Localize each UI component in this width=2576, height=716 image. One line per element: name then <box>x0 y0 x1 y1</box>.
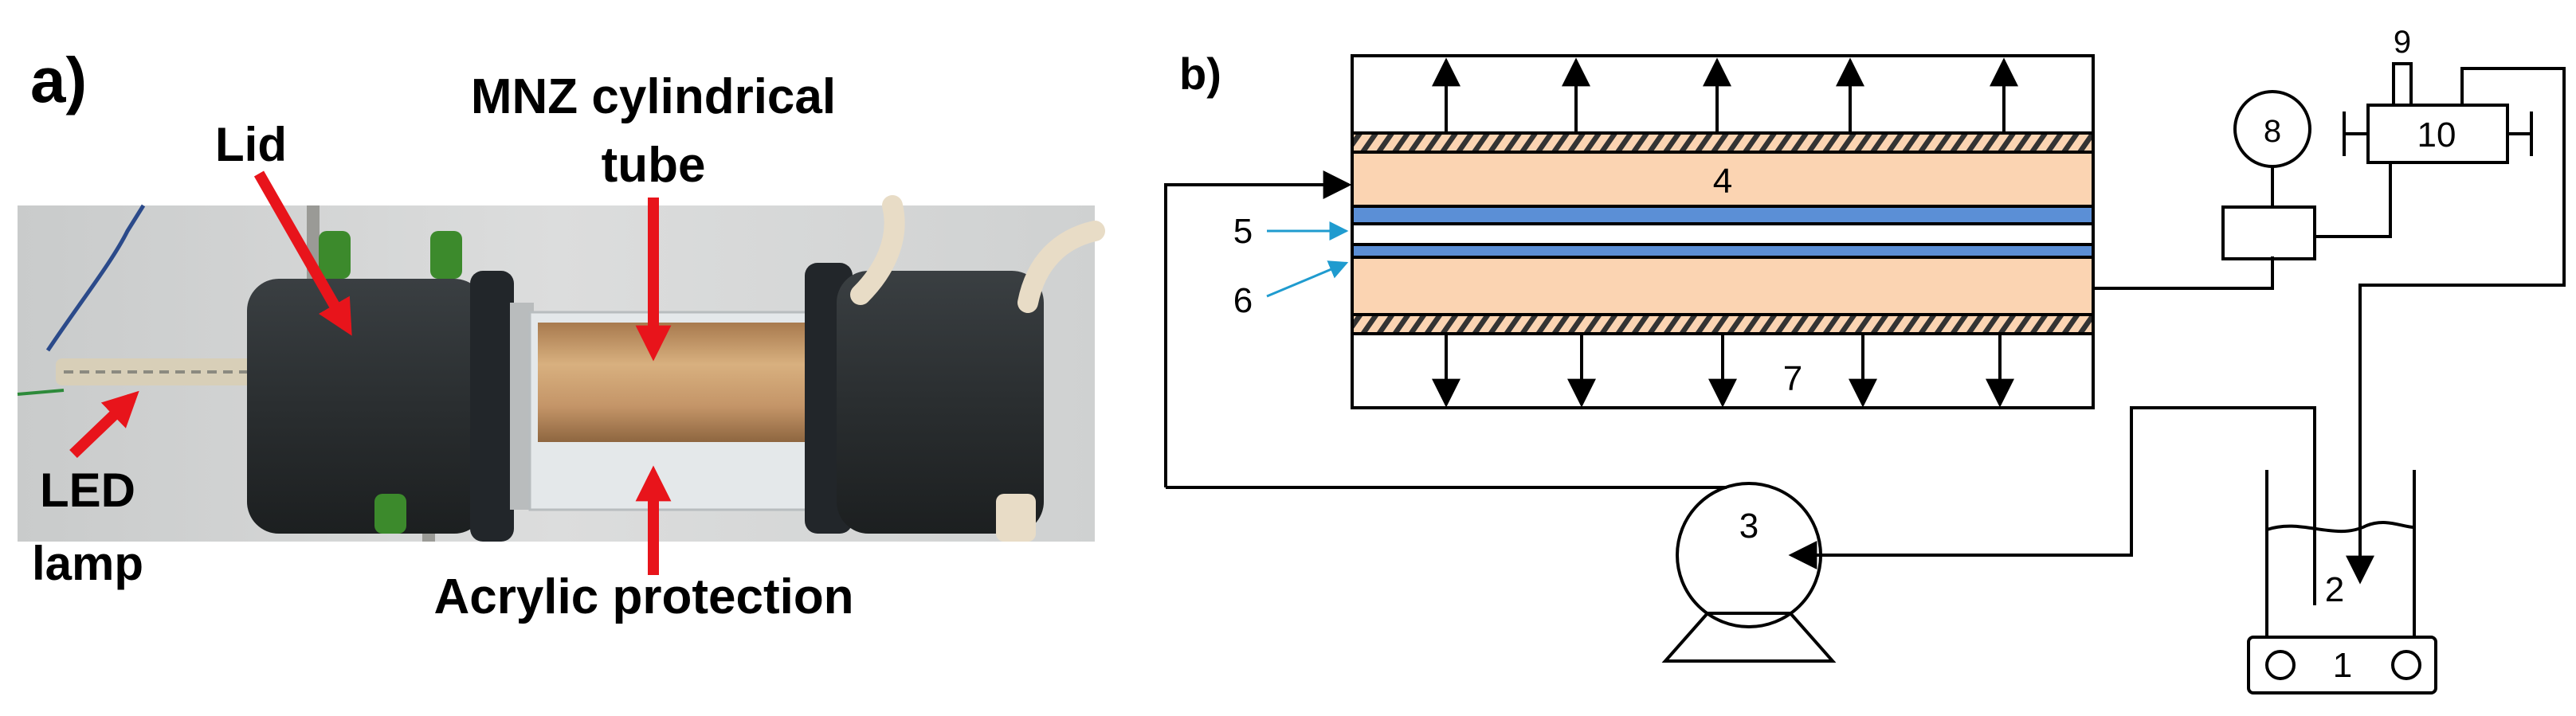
inner-lumen <box>1351 222 2095 246</box>
green-clip <box>319 231 351 279</box>
controller-to-valve-line <box>2315 162 2392 238</box>
right-lid <box>837 271 1044 534</box>
label-5: 5 <box>1233 212 1253 251</box>
left-lid-rim <box>470 271 514 542</box>
panel-b-labels: 1 2 3 4 5 6 7 8 9 10 <box>1233 25 2456 685</box>
right-hose <box>1017 221 1105 313</box>
left-lid <box>247 279 486 534</box>
right-hose-end <box>996 494 1036 542</box>
membrane-upper <box>1351 151 2095 208</box>
arrow-led <box>69 390 139 459</box>
label-mnz-tube-line1: MNZ cylindrical <box>471 69 836 124</box>
outlet-line <box>2093 256 2274 290</box>
label-mnz-tube-line2: tube <box>602 138 706 193</box>
return-line <box>2346 67 2566 585</box>
green-clip <box>430 231 462 279</box>
tank-to-pump-line <box>1788 406 2316 605</box>
photo <box>17 195 1105 542</box>
tank-liquid-level <box>2266 521 2415 534</box>
label-acrylic: Acrylic protection <box>433 569 853 624</box>
channel-5 <box>1351 205 2095 225</box>
green-clip <box>374 494 406 534</box>
label-7: 7 <box>1783 359 1802 398</box>
label-6: 6 <box>1233 281 1253 320</box>
stirrer-knob-left <box>2265 650 2296 680</box>
label-4: 4 <box>1713 162 1732 201</box>
pump-base <box>1661 612 1837 663</box>
top-permeate-arrows <box>1432 57 2018 131</box>
stirrer-knob-right <box>2391 650 2421 680</box>
panel-a-letter: a) <box>30 45 87 115</box>
panel-a: a) <box>17 45 1105 624</box>
label-8: 8 <box>2264 114 2281 149</box>
label-1: 1 <box>2333 646 2352 685</box>
label-2: 2 <box>2325 570 2344 609</box>
panel-b: b) <box>1164 49 2566 694</box>
top-hatch-layer <box>1351 131 2095 154</box>
label-10: 10 <box>2417 115 2456 155</box>
pointer-6 <box>1266 260 1349 298</box>
membrane-lower <box>1351 256 2095 316</box>
label-led-line1: LED <box>40 464 135 517</box>
feed-tank <box>2265 470 2416 639</box>
controller-box <box>2221 205 2316 260</box>
bottom-permeate-arrows <box>1432 335 2014 408</box>
arrow-lid <box>253 170 352 336</box>
probe <box>2392 62 2413 107</box>
label-led-line2: lamp <box>32 537 143 590</box>
led-wire-green <box>17 389 65 396</box>
pump <box>1676 482 1822 628</box>
inlet-line <box>1164 170 1352 487</box>
label-lid: Lid <box>215 118 287 171</box>
led-wire <box>45 204 146 352</box>
bottom-hatch-layer <box>1351 313 2095 335</box>
channel-6 <box>1351 243 2095 259</box>
mnz-tube <box>538 323 825 442</box>
right-hose <box>850 195 905 305</box>
stirrer-base <box>2247 636 2437 694</box>
panel-b-letter: b) <box>1179 49 1221 99</box>
label-3: 3 <box>1739 507 1759 546</box>
label-9: 9 <box>2394 25 2411 60</box>
